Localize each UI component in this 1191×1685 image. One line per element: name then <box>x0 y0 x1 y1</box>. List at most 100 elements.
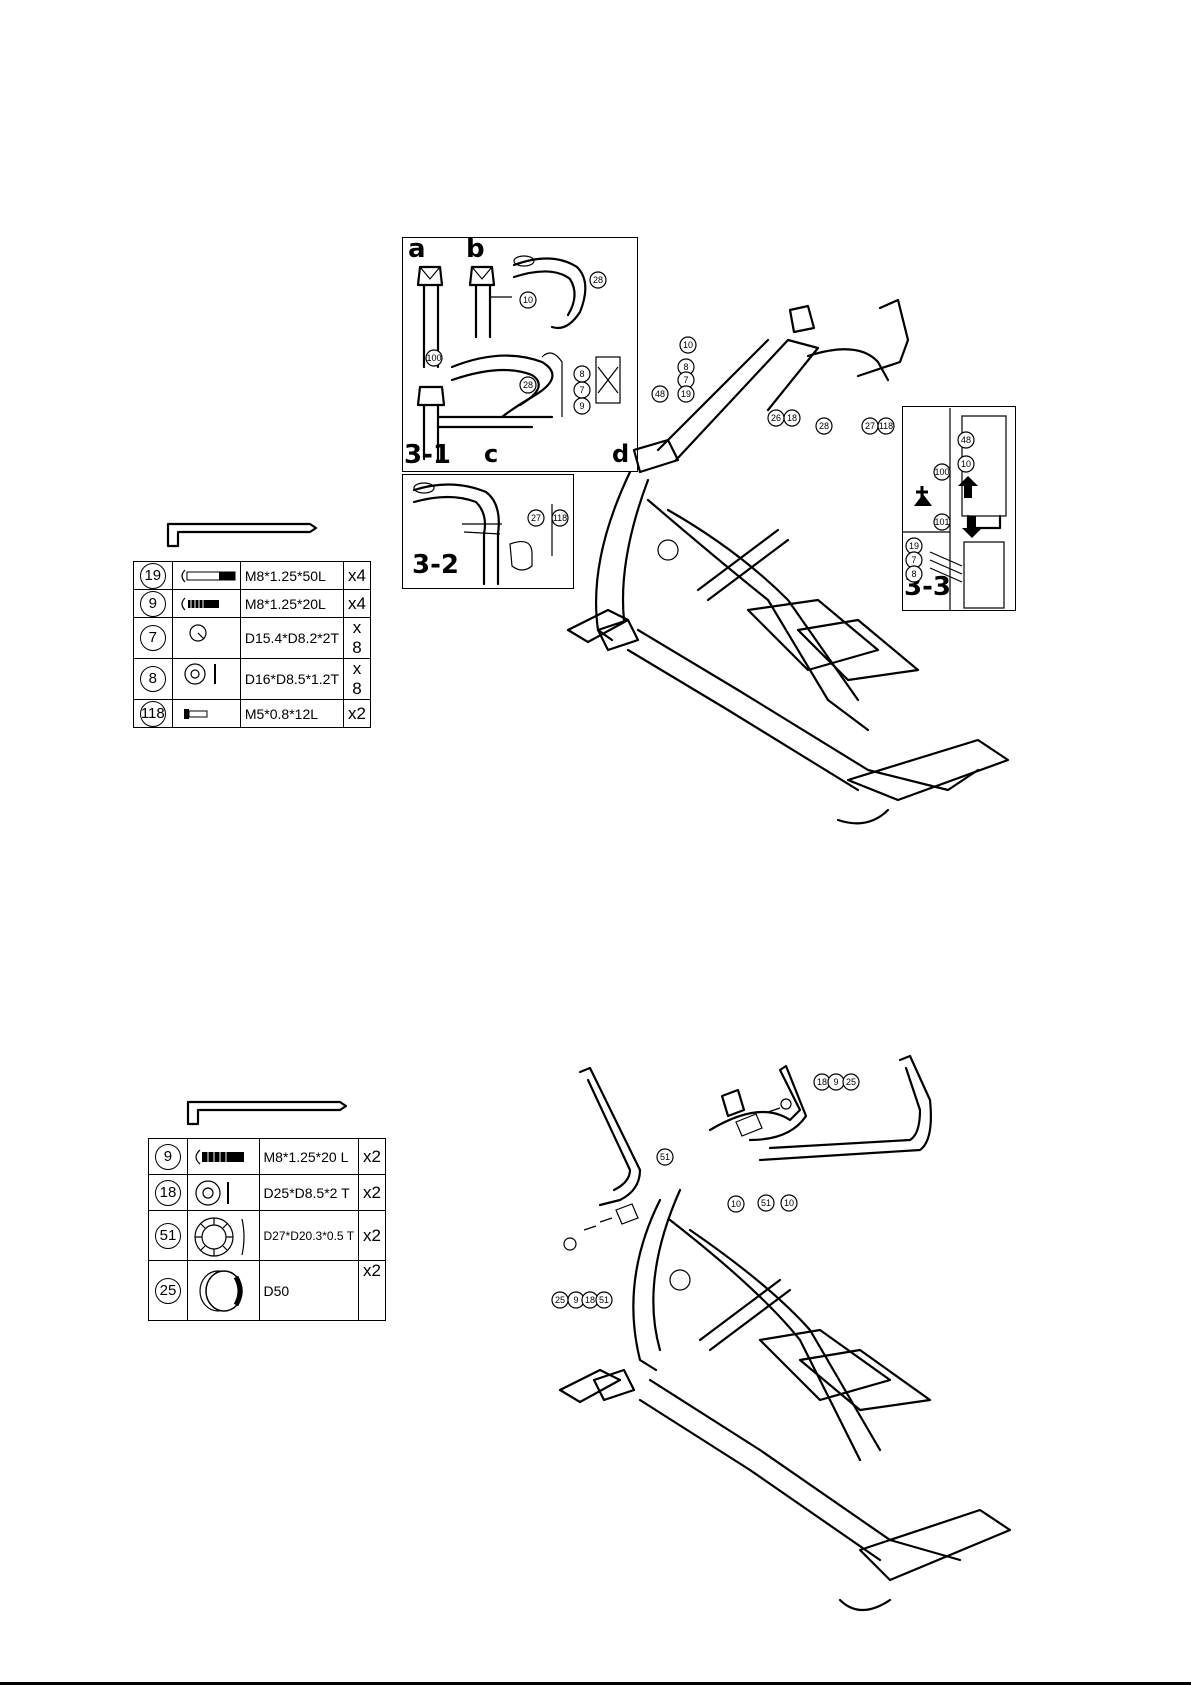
callout-10-right: 10 <box>780 1194 798 1212</box>
table-row: 51 D27*D20.3*0.5 T x2 <box>148 1210 386 1261</box>
svg-text:28: 28 <box>593 275 603 285</box>
callout-18: 18 <box>783 409 801 427</box>
svg-text:10: 10 <box>523 295 533 305</box>
part-number: 9 <box>139 590 166 617</box>
svg-text:7: 7 <box>683 375 688 385</box>
part-number: 8 <box>139 666 166 692</box>
step4-parts-table: 9 M8*1.25*20 L x2 18 D25*D8.5*2 T x2 <box>148 1138 386 1321</box>
svg-text:8: 8 <box>683 362 688 372</box>
callout-26: 26 <box>767 409 785 427</box>
callout-118-main: 118 <box>877 417 895 435</box>
part-spec: D16*D8.5*1.2T <box>239 658 345 700</box>
svg-text:19: 19 <box>681 389 691 399</box>
end-cap-icon <box>199 1270 243 1312</box>
svg-text:27: 27 <box>531 513 541 523</box>
svg-text:10: 10 <box>683 340 693 350</box>
part-number: 18 <box>154 1179 181 1206</box>
svg-text:118: 118 <box>879 421 893 431</box>
table-row: 19 M8*1.25*50L x4 <box>133 561 371 590</box>
part-qty: x2 <box>343 699 371 728</box>
svg-text:51: 51 <box>761 1198 771 1208</box>
svg-text:25: 25 <box>555 1295 565 1305</box>
callout-28: 28 <box>589 271 607 289</box>
part-qty: x4 <box>343 589 371 618</box>
part-qty: x2 <box>358 1174 386 1211</box>
callout-9: 9 <box>573 397 591 415</box>
table-row: 9 M8*1.25*20L x4 <box>133 589 371 618</box>
svg-text:100: 100 <box>426 353 441 363</box>
table-row: 18 D25*D8.5*2 T x2 <box>148 1174 386 1211</box>
part-qty: x2 <box>358 1260 386 1321</box>
svg-text:10: 10 <box>784 1198 794 1208</box>
callout-48-33: 48 <box>957 431 975 449</box>
svg-text:18: 18 <box>585 1295 595 1305</box>
callout-101-33: 101 <box>933 513 951 531</box>
allen-wrench-icon <box>166 522 318 548</box>
callout-10: 10 <box>519 291 537 309</box>
svg-text:28: 28 <box>819 421 829 431</box>
callout-19-main: 19 <box>677 385 695 403</box>
callout-100: 100 <box>425 349 443 367</box>
svg-text:100: 100 <box>934 467 949 477</box>
svg-text:9: 9 <box>573 1295 578 1305</box>
callout-27: 27 <box>527 509 545 527</box>
svg-text:19: 19 <box>909 541 919 551</box>
flat-washer-icon <box>195 1180 229 1206</box>
callout-25-left: 25 <box>551 1291 569 1309</box>
step-3-3-drawing <box>902 408 1007 611</box>
elliptical-trainer-drawing <box>558 1054 1012 1612</box>
sub-label-c: c <box>484 440 499 468</box>
part-number: 25 <box>154 1277 181 1304</box>
part-spec: D25*D8.5*2 T <box>258 1174 360 1211</box>
callout-10-33: 10 <box>957 455 975 473</box>
part-number: 19 <box>139 562 166 589</box>
table-row: 25 D50 x2 <box>148 1260 386 1321</box>
part-number: 51 <box>154 1222 181 1249</box>
table-row: 118 M5*0.8*12L x2 <box>133 699 371 728</box>
part-spec: M8*1.25*50L <box>239 561 345 590</box>
svg-text:9: 9 <box>579 401 584 411</box>
svg-text:7: 7 <box>911 555 916 565</box>
svg-text:10: 10 <box>731 1199 741 1209</box>
svg-text:7: 7 <box>579 385 584 395</box>
step4-exploded-parts <box>563 1098 792 1251</box>
bolt-short-icon <box>180 597 219 611</box>
part-number: 118 <box>139 700 166 727</box>
svg-text:18: 18 <box>817 1077 827 1087</box>
svg-text:26: 26 <box>771 413 781 423</box>
callout-8-33: 8 <box>905 565 923 583</box>
part-spec: M5*0.8*12L <box>239 699 345 728</box>
allen-wrench-icon <box>186 1100 348 1126</box>
table-row: 8 D16*D8.5*1.2T x 8 <box>133 658 371 700</box>
callout-51-left: 51 <box>656 1148 674 1166</box>
part-spec: D50 <box>258 1260 360 1321</box>
callout-48: 48 <box>651 385 669 403</box>
step-3-1-label: 3-1 <box>404 440 451 470</box>
callout-100-33: 100 <box>933 463 951 481</box>
svg-text:8: 8 <box>911 569 916 579</box>
part-spec: M8*1.25*20L <box>239 589 345 618</box>
callout-28-main: 28 <box>815 417 833 435</box>
callout-10: 10 <box>727 1195 745 1213</box>
part-spec: D27*D20.3*0.5 T <box>258 1210 360 1261</box>
svg-text:25: 25 <box>846 1077 856 1087</box>
svg-text:48: 48 <box>655 389 665 399</box>
table-row: 9 M8*1.25*20 L x2 <box>148 1138 386 1175</box>
bushing-icon <box>194 1217 245 1257</box>
part-spec: M8*1.25*20 L <box>258 1138 360 1175</box>
sub-label-d: d <box>612 440 630 468</box>
svg-text:51: 51 <box>599 1295 609 1305</box>
part-qty: x2 <box>358 1138 386 1175</box>
svg-text:118: 118 <box>553 513 567 523</box>
callout-51-right: 51 <box>757 1194 775 1212</box>
part-qty: x 8 <box>343 617 371 659</box>
callout-118: 118 <box>551 509 569 527</box>
part-qty: x4 <box>343 561 371 590</box>
sub-label-a: a <box>408 234 426 264</box>
part-number: 7 <box>139 625 166 651</box>
step-3-2-drawing <box>412 482 553 586</box>
callout-25-right: 25 <box>842 1073 860 1091</box>
callout-51-left-b: 51 <box>595 1291 613 1309</box>
